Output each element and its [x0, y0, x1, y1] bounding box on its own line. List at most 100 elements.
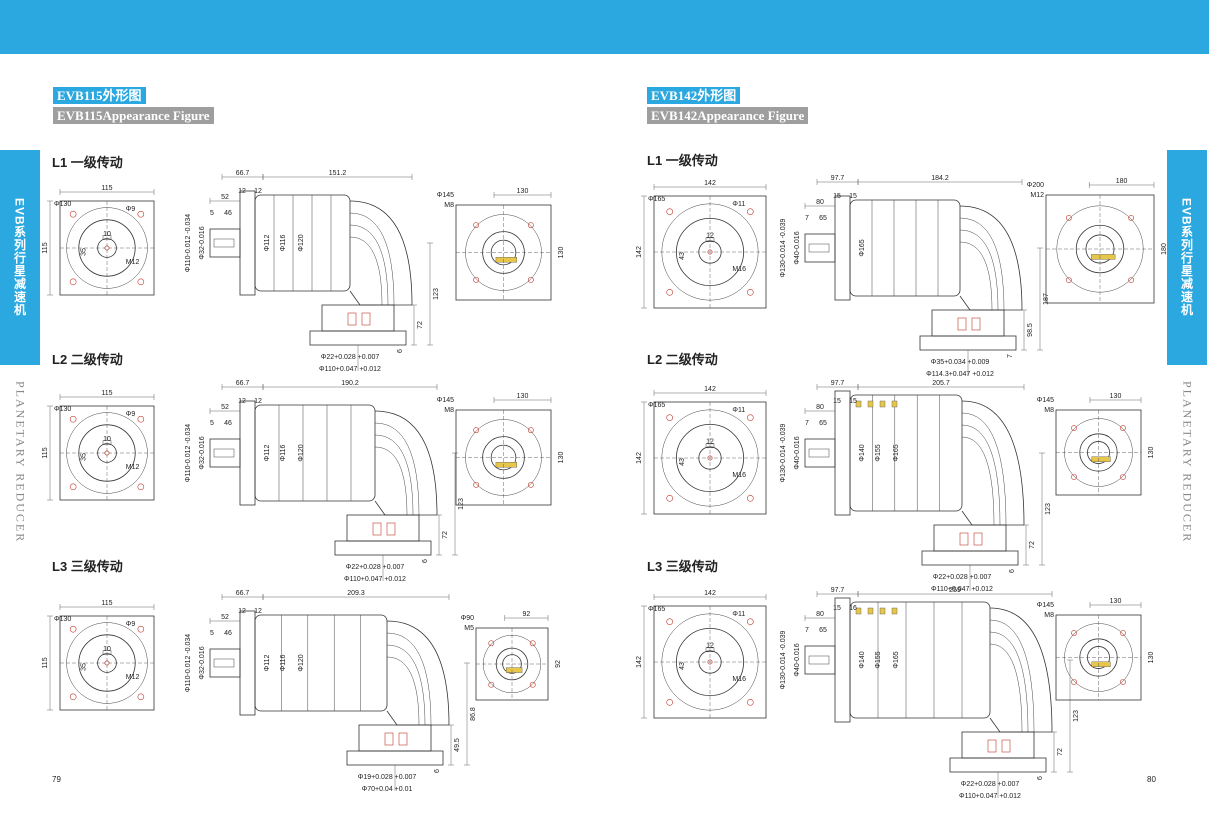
- housing-rib: [959, 229, 999, 311]
- pilot-circle: [676, 218, 744, 286]
- shaft-key: [808, 243, 830, 253]
- input-key: [973, 532, 983, 546]
- dimension-label: Φ32-0.016: [199, 436, 206, 469]
- dimension-label: 115: [101, 600, 112, 607]
- dimension-label: 65: [819, 627, 827, 634]
- housing-rib: [959, 217, 1005, 311]
- left-section-label-2: L2 二级传动: [52, 352, 123, 367]
- bolt-hole: [69, 693, 77, 701]
- bolt-hole: [527, 222, 534, 229]
- output-shaft: [804, 233, 836, 263]
- marker: [879, 400, 886, 408]
- left-side-en: PLANETARY REDUCER: [13, 381, 28, 544]
- dimension-label: 5: [210, 420, 214, 427]
- input-key: [1001, 739, 1011, 753]
- mount-flange: [239, 400, 256, 506]
- housing-rib: [349, 224, 389, 306]
- housing-rib: [386, 632, 432, 726]
- dimension-label: 12: [254, 398, 262, 405]
- dimension-label: Φ35+0.034 +0.009: [931, 359, 990, 366]
- housing-rib: [961, 412, 1007, 526]
- center-hole: [707, 659, 713, 665]
- dimension-label: Φ9: [126, 411, 136, 418]
- shaft-key: [213, 448, 235, 458]
- bolt-hole: [137, 483, 145, 491]
- page-number-right: 80: [1147, 775, 1156, 784]
- right-angle-housing: [961, 400, 1025, 526]
- input-flange: [919, 335, 1017, 351]
- mount-flange: [834, 390, 851, 516]
- center-hole: [707, 455, 713, 461]
- dimension-label: 7: [805, 215, 809, 222]
- dimension-label: Φ155: [875, 651, 882, 668]
- dimension-label: 15: [849, 193, 857, 200]
- bolt-hole: [666, 618, 673, 625]
- housing-rib: [989, 643, 1023, 733]
- dimension-label: 130: [558, 452, 565, 464]
- clamp-screw: [506, 667, 523, 673]
- bolt-hole: [747, 618, 754, 625]
- dimension-label: Φ116: [280, 655, 287, 672]
- dimension-label: 92: [555, 660, 562, 668]
- marker: [855, 607, 862, 615]
- input-adapter: [933, 524, 1007, 552]
- dimension-label: 6: [1037, 776, 1044, 780]
- dimension-label: Φ110-0.012 -0.034: [185, 424, 192, 482]
- dimension-label: 12: [238, 188, 246, 195]
- bolt-hole: [666, 208, 673, 215]
- dimension-label: Φ22+0.028 +0.007: [961, 781, 1020, 788]
- bolt-hole: [1120, 425, 1126, 431]
- dimension-label: 66.7: [236, 170, 250, 177]
- housing-rib: [374, 434, 414, 516]
- right-angle-housing: [959, 205, 1023, 311]
- dimension-label: Φ110+0.047 +0.012: [319, 366, 381, 373]
- dimension-label: 12: [254, 188, 262, 195]
- right-section-label-3: L3 三级传动: [647, 559, 718, 574]
- shaft-key: [808, 448, 830, 458]
- dimension-label: Φ130-0.014 -0.039: [780, 630, 787, 689]
- dimension-label: Φ9: [126, 206, 136, 213]
- bolt-hole: [747, 495, 754, 502]
- bolt-hole: [666, 699, 673, 706]
- input-flange: [309, 330, 407, 346]
- dimension-label: 16: [849, 605, 857, 612]
- dimension-label: 52: [221, 614, 229, 621]
- dimension-label: Φ22+0.028 +0.007: [346, 564, 405, 571]
- bolt-hole: [137, 278, 145, 286]
- input-key: [386, 522, 396, 536]
- dimension-label: 72: [1029, 541, 1036, 549]
- dimension-label: 180: [1116, 178, 1128, 185]
- shaft-circle: [97, 238, 117, 258]
- dimension-label: Φ165: [648, 196, 665, 203]
- bolt-hole: [69, 483, 77, 491]
- marker: [867, 400, 874, 408]
- bolt-hole: [137, 693, 145, 701]
- dimension-label: 115: [42, 447, 49, 458]
- dimension-label: Φ11: [732, 201, 745, 208]
- dimension-label: Φ40-0.016: [794, 231, 801, 264]
- dimension-label: 184.2: [931, 175, 949, 182]
- dimension-label: 80: [816, 404, 824, 411]
- dimension-label: 43: [679, 662, 686, 670]
- dimension-label: Φ130-0.014 -0.039: [780, 423, 787, 482]
- pilot-circle: [676, 628, 744, 696]
- gearbox-body: [254, 404, 376, 502]
- left-section-label-3: L3 三级传动: [52, 559, 123, 574]
- input-key: [372, 522, 382, 536]
- dimension-label: 130: [1148, 652, 1155, 664]
- dimension-label: 52: [221, 194, 229, 201]
- dimension-label: 35: [80, 663, 87, 671]
- dimension-label: 72: [1057, 748, 1064, 756]
- output-shaft: [209, 648, 241, 678]
- dimension-label: 72: [442, 531, 449, 539]
- gearbox-body: [849, 394, 963, 512]
- bolt-hole: [488, 681, 495, 688]
- dimension-label: 142: [636, 656, 643, 668]
- input-flange: [346, 750, 444, 766]
- dimension-label: 123: [458, 498, 465, 510]
- dimension-label: 80: [816, 611, 824, 618]
